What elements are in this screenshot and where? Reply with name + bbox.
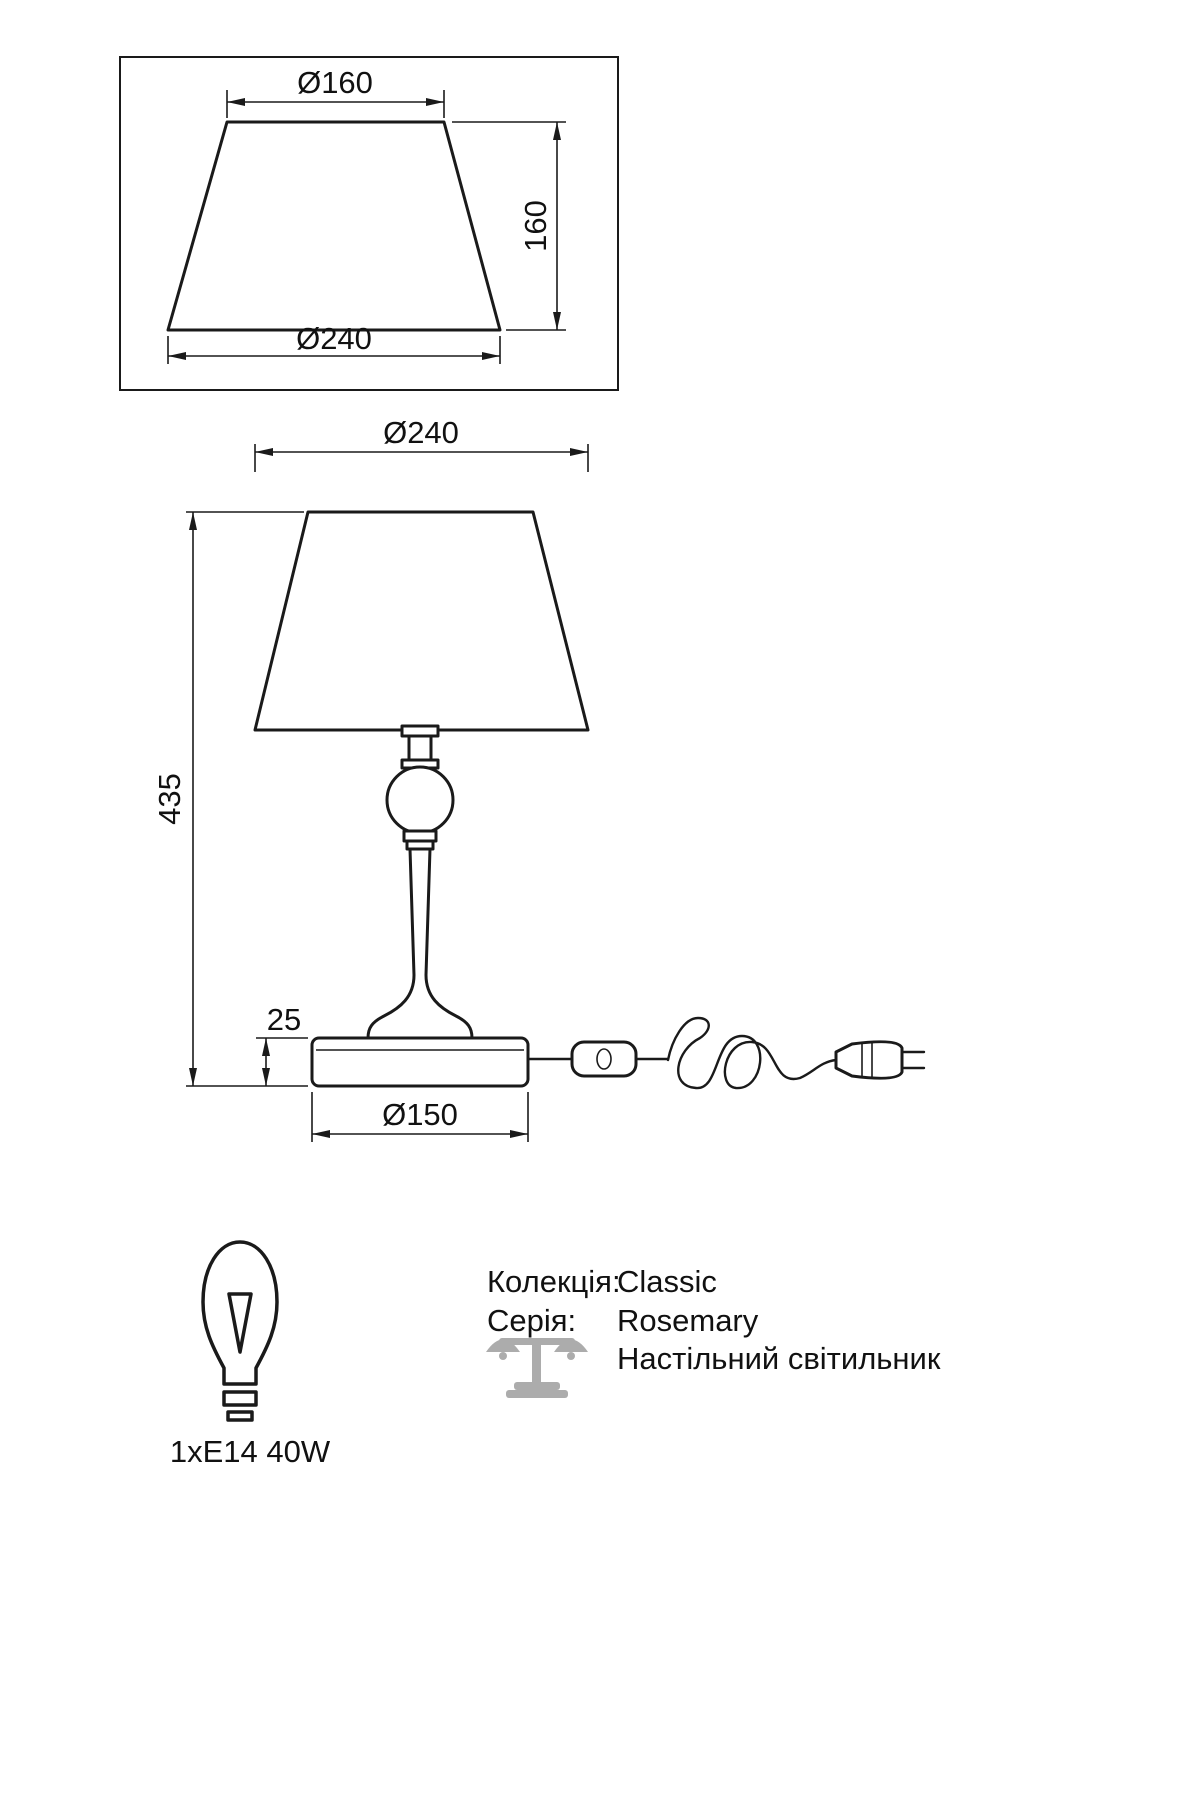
collection-value: Classic xyxy=(617,1264,717,1299)
detail-frame xyxy=(119,56,619,391)
bulb-filament-icon xyxy=(227,1292,253,1354)
table-lamp-icon xyxy=(486,1338,588,1398)
lamp-stem xyxy=(366,724,474,1040)
bulb-spec-label: 1xE14 40W xyxy=(170,1434,331,1469)
series-label: Серія: xyxy=(487,1303,576,1338)
plug-body xyxy=(834,1040,904,1080)
dim-shade-bottom-diameter: Ø240 xyxy=(167,321,501,364)
dim-shade-height: 160 xyxy=(452,121,566,331)
dim-label-base-diameter: Ø150 xyxy=(382,1097,458,1132)
dim-label-base-height: 25 xyxy=(267,1002,301,1037)
stem-ball xyxy=(385,765,455,835)
dim-total-height: 435 xyxy=(152,511,308,1087)
series-value: Rosemary xyxy=(617,1303,759,1338)
shade-detail-outline xyxy=(166,120,502,332)
dim-base-height: 25 xyxy=(256,1002,308,1086)
power-cord xyxy=(526,1016,926,1090)
product-type: Настільний світильник xyxy=(617,1341,941,1376)
dim-label-total-height: 435 xyxy=(152,773,187,825)
dim-label-shade-top-diameter: Ø160 xyxy=(297,65,373,100)
product-info: Колекція: Classic Серія: Rosemary Настіл… xyxy=(487,1264,941,1376)
collection-label: Колекція: xyxy=(487,1264,621,1299)
switch-button xyxy=(596,1048,612,1070)
cord-coil xyxy=(666,1016,838,1090)
bulb-icon xyxy=(201,1240,279,1422)
dim-base-diameter: Ø150 xyxy=(311,1092,529,1142)
shade-detail-view: Ø160 160 Ø240 xyxy=(119,56,619,391)
dim-label-lamp-shade-diameter: Ø240 xyxy=(383,415,459,450)
stem-column xyxy=(366,847,474,1040)
inline-switch xyxy=(570,1040,638,1078)
lamp-base xyxy=(310,1036,530,1088)
lamp-shade-outline xyxy=(253,510,590,732)
dim-label-shade-bottom-diameter: Ø240 xyxy=(296,321,372,356)
dim-lamp-shade-diameter: Ø240 xyxy=(254,415,589,472)
dim-shade-top-diameter: Ø160 xyxy=(226,65,445,118)
lamp-front-view: Ø240 xyxy=(152,415,926,1142)
spec-area: 1xE14 40W Колекція: Classic Серія: Rosem… xyxy=(170,1240,941,1469)
dim-label-shade-height: 160 xyxy=(518,200,553,252)
